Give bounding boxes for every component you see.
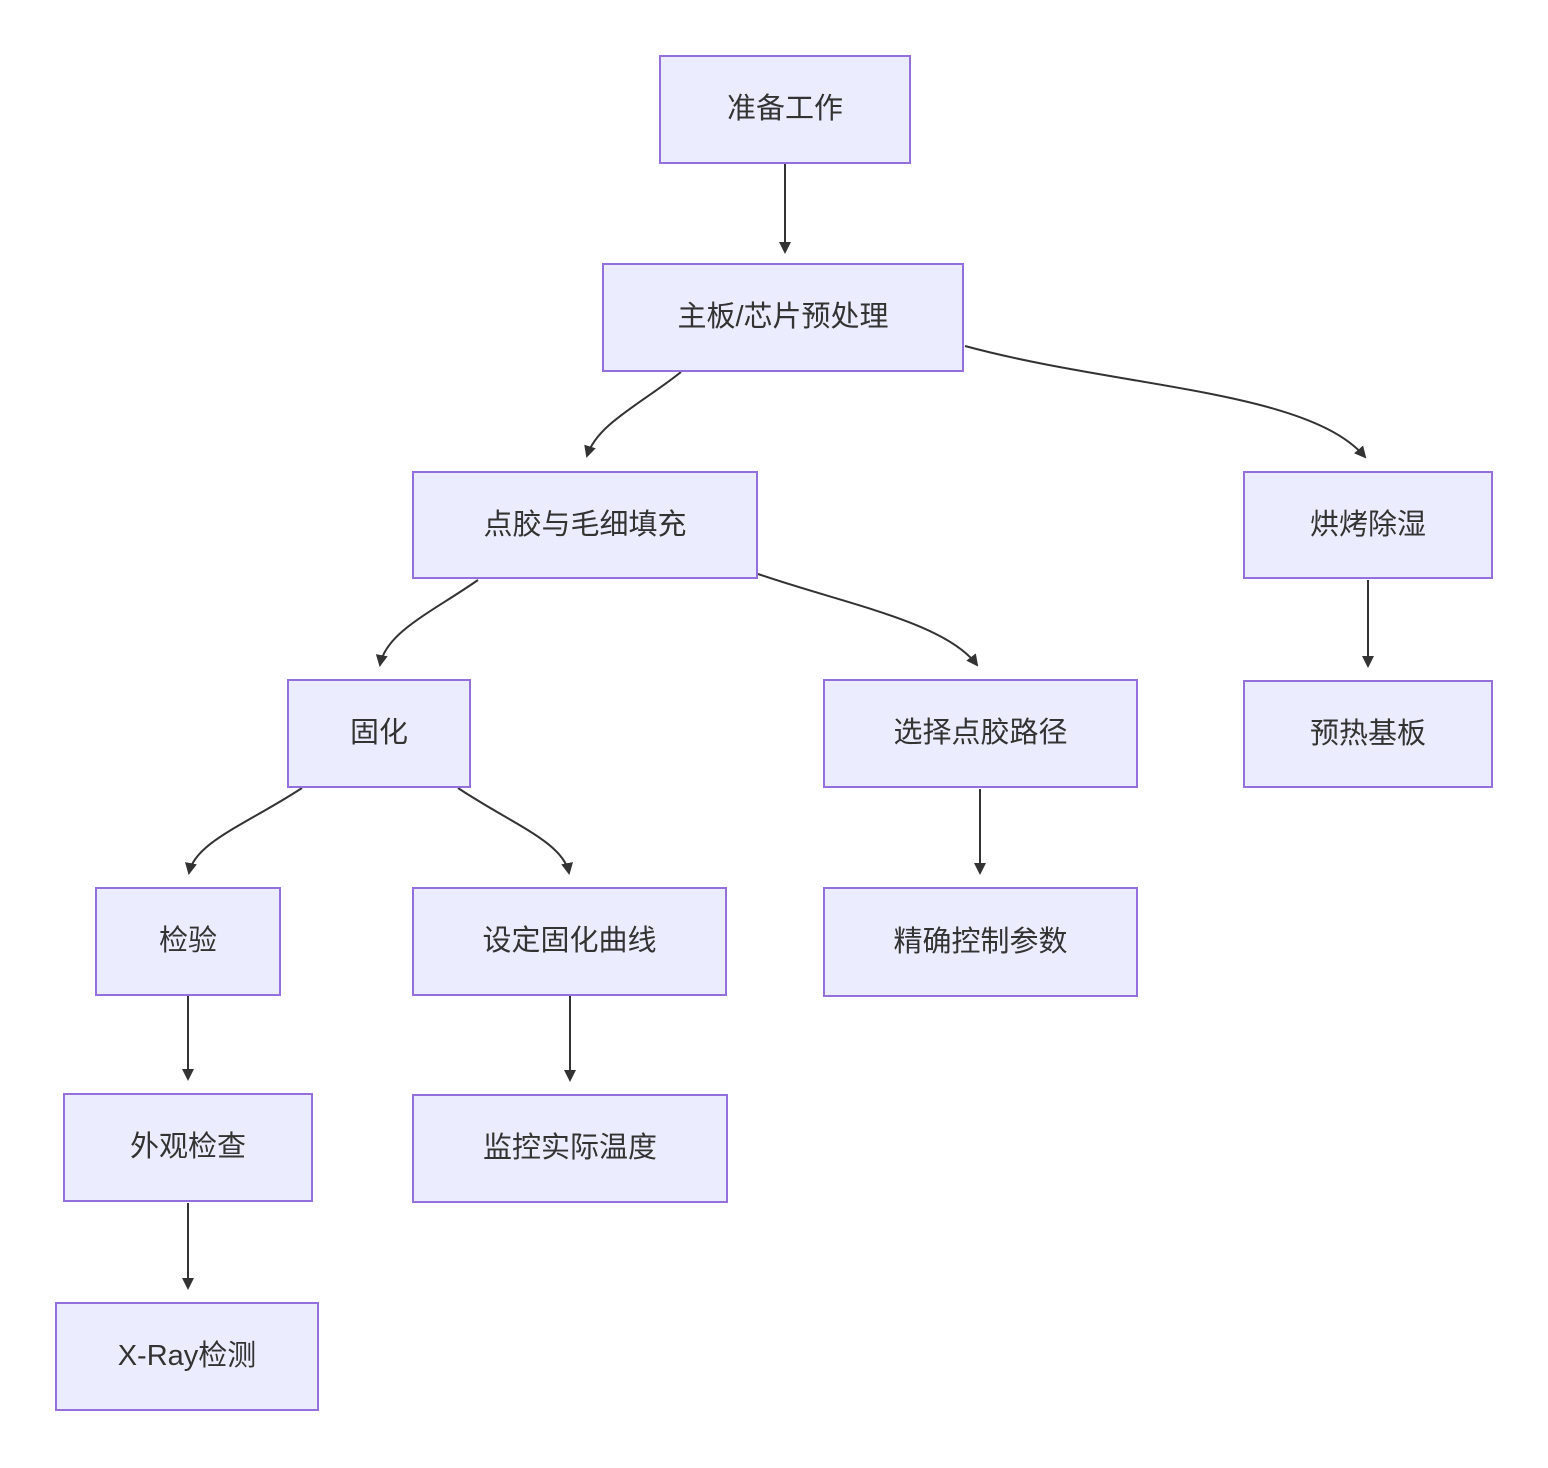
node-set-curing-profile: 设定固化曲线 [412,887,727,996]
node-monitor-actual-temperature: 监控实际温度 [412,1094,728,1203]
edge-pretreatment-to-bake [964,345,1367,459]
edge-pretreatment-to-dispensing [584,371,682,458]
node-dispensing-capillary-fill: 点胶与毛细填充 [412,471,758,579]
edge-dispensing-to-select-path [757,573,979,667]
edge-dispensing-to-curing [375,579,479,667]
node-board-chip-pretreatment: 主板/芯片预处理 [602,263,964,372]
node-visual-inspection: 外观检查 [63,1093,313,1202]
node-bake-dehumidify: 烘烤除湿 [1243,471,1493,579]
node-xray-inspection: X-Ray检测 [55,1302,319,1411]
edge-curing-to-set-profile [457,787,573,875]
node-preparation: 准备工作 [659,55,911,164]
node-select-dispense-path: 选择点胶路径 [823,679,1138,788]
node-curing: 固化 [287,679,471,788]
edge-curing-to-inspection [185,787,303,875]
node-preheat-substrate: 预热基板 [1243,680,1493,788]
node-inspection: 检验 [95,887,281,996]
node-precise-control-params: 精确控制参数 [823,887,1138,997]
